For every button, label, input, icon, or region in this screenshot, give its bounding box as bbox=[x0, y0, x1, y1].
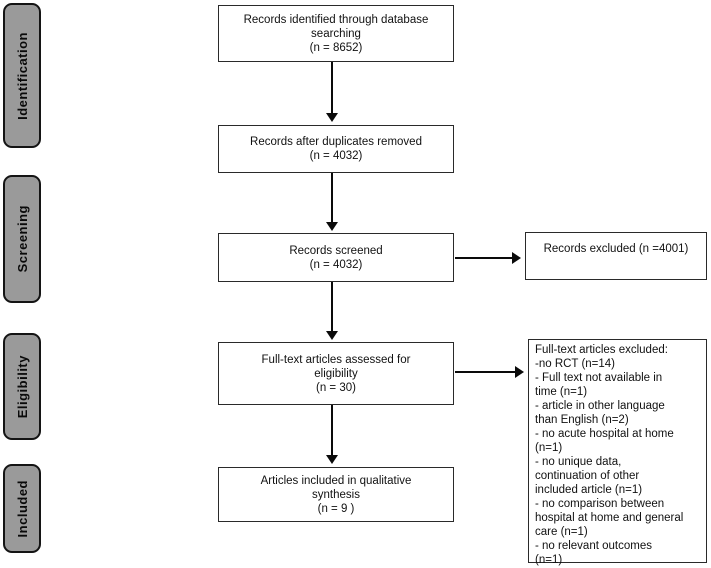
box-records-excluded: Records excluded (n =4001) bbox=[525, 232, 707, 280]
arrow-dedup-to-screened-head bbox=[326, 222, 338, 231]
arrow-fulltext-to-included-head bbox=[326, 455, 338, 464]
box-fulltext-excluded: Full-text articles excluded: -no RCT (n=… bbox=[528, 339, 707, 566]
stage-eligibility-label: Eligibility bbox=[14, 354, 30, 419]
box-records-screened: Records screened (n = 4032) bbox=[218, 233, 454, 282]
stage-included-label: Included bbox=[14, 479, 30, 538]
arrow-fulltext-to-excluded bbox=[455, 371, 516, 373]
stage-identification: Identification bbox=[3, 3, 41, 148]
arrow-identified-to-dedup-head bbox=[326, 113, 338, 122]
box-records-identified: Records identified through database sear… bbox=[218, 5, 454, 62]
arrow-identified-to-dedup bbox=[331, 62, 333, 114]
box-fulltext-assessed: Full-text articles assessed for eligibil… bbox=[218, 342, 454, 405]
arrow-screened-to-fulltext bbox=[331, 282, 333, 332]
box-records-after-duplicates: Records after duplicates removed (n = 40… bbox=[218, 125, 454, 173]
stage-included: Included bbox=[3, 464, 41, 553]
arrow-screened-to-excluded bbox=[455, 257, 513, 259]
arrow-dedup-to-screened bbox=[331, 173, 333, 223]
stage-screening: Screening bbox=[3, 175, 41, 303]
stage-screening-label: Screening bbox=[14, 205, 30, 273]
arrow-fulltext-to-excluded-head bbox=[515, 366, 524, 378]
box-articles-included: Articles included in qualitative synthes… bbox=[218, 467, 454, 522]
arrow-fulltext-to-included bbox=[331, 405, 333, 456]
arrow-screened-to-excluded-head bbox=[512, 252, 521, 264]
stage-eligibility: Eligibility bbox=[3, 333, 41, 440]
stage-identification-label: Identification bbox=[14, 31, 30, 120]
arrow-screened-to-fulltext-head bbox=[326, 331, 338, 340]
